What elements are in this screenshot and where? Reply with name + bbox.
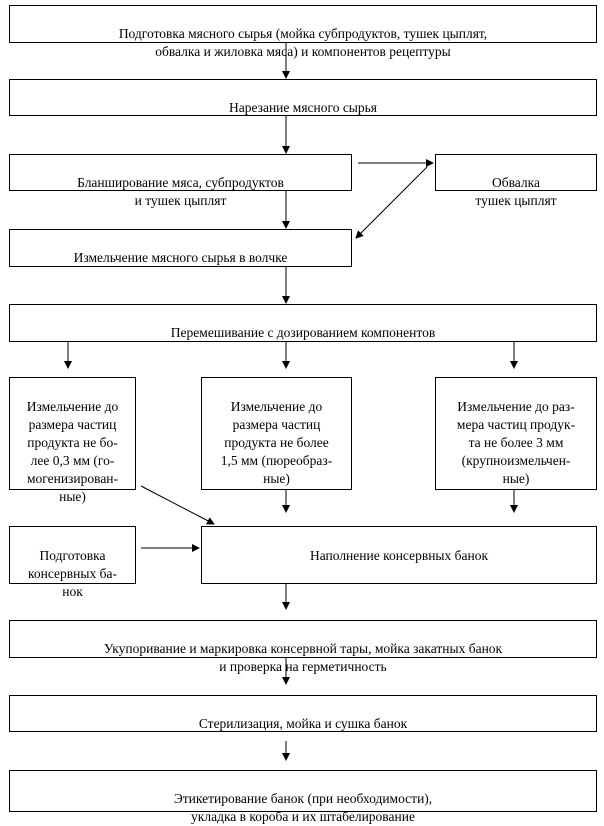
step-mixing-label: Перемешивание с дозированием компонентов — [170, 325, 436, 340]
step-grind-15-label: Измельчение до размера частиц продукта н… — [220, 399, 333, 486]
step-cutting: Нарезание мясного сырья — [9, 79, 597, 116]
step-deboning-label: Обвалка тушек цыплят — [475, 175, 557, 208]
step-cans-prep-label: Подготовка консервных ба- нок — [28, 548, 117, 599]
arrow-deboning-to-grinding — [355, 166, 428, 239]
step-grind-03: Измельчение до размера частиц продукта н… — [9, 377, 136, 504]
step-cutting-label: Нарезание мясного сырья — [228, 100, 377, 115]
step-prep-raw-label: Подготовка мясного сырья (мойка субпроду… — [118, 26, 488, 59]
step-grind-15: Измельчение до размера частиц продукта н… — [201, 377, 352, 490]
step-mixing: Перемешивание с дозированием компонентов — [9, 304, 597, 342]
step-filling-label: Наполнение консервных банок — [309, 548, 489, 563]
step-grinding: Измельчение мясного сырья в волчке — [9, 229, 352, 267]
step-sterilization: Стерилизация, мойка и сушка банок — [9, 695, 597, 732]
step-grind-3: Измельчение до раз- мера частиц продук- … — [435, 377, 597, 490]
step-sterilization-label: Стерилизация, мойка и сушка банок — [198, 716, 408, 731]
step-grind-3-label: Измельчение до раз- мера частиц продук- … — [456, 399, 576, 486]
step-deboning: Обвалка тушек цыплят — [435, 154, 597, 208]
step-sealing-label: Укупоривание и маркировка консервной тар… — [103, 641, 503, 674]
step-prep-raw: Подготовка мясного сырья (мойка субпроду… — [9, 5, 597, 59]
step-grinding-label: Измельчение мясного сырья в волчке — [73, 250, 288, 265]
step-cans-prep: Подготовка консервных ба- нок — [9, 526, 136, 599]
step-blanching-label: Бланширование мяса, субпродуктов и тушек… — [77, 175, 284, 208]
arrow-grind-03-to-filling — [140, 485, 215, 525]
step-sealing: Укупоривание и маркировка консервной тар… — [9, 620, 597, 674]
step-filling: Наполнение консервных банок — [201, 526, 597, 584]
step-grind-03-label: Измельчение до размера частиц продукта н… — [26, 399, 119, 504]
step-blanching: Бланширование мяса, субпродуктов и тушек… — [9, 154, 352, 208]
